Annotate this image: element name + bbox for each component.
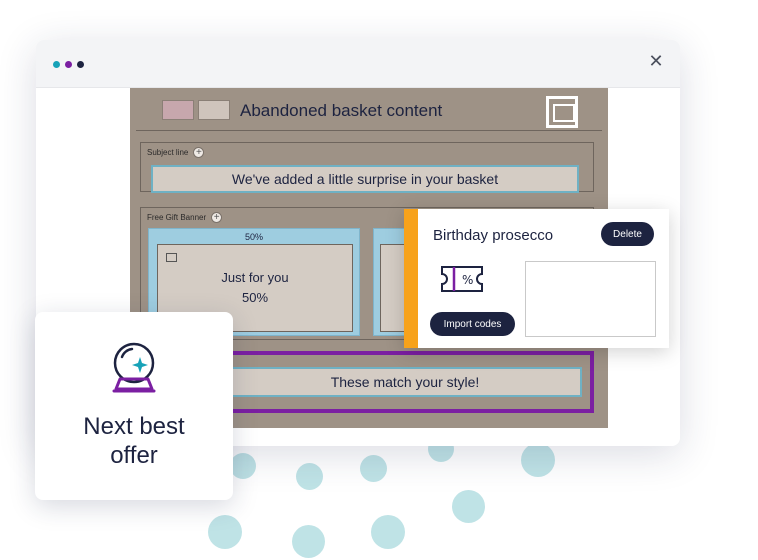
- subject-line-value: We've added a little surprise in your ba…: [231, 171, 499, 187]
- next-best-offer-card: Next best offer: [35, 312, 233, 500]
- gift-card-header: 50%: [244, 232, 263, 242]
- gift-card-line1: Just for you: [221, 270, 289, 285]
- close-icon[interactable]: ✕: [648, 51, 664, 72]
- delete-button-label: Delete: [613, 228, 642, 240]
- subject-line-label: Subject line +: [147, 147, 205, 158]
- gift-card-line2: 50%: [241, 290, 269, 305]
- canvas-title: Abandoned basket content: [240, 101, 443, 120]
- free-gift-label: Free Gift Banner +: [147, 212, 223, 223]
- color-swatch-beige[interactable]: [198, 100, 230, 120]
- offer-popup: Birthday prosecco Delete % Import codes: [404, 209, 669, 348]
- decor-dot: [292, 525, 325, 558]
- recommendation-block[interactable]: These match your style!: [220, 351, 594, 413]
- subject-line-field[interactable]: We've added a little surprise in your ba…: [151, 165, 579, 193]
- decor-dot: [452, 490, 485, 523]
- next-best-offer-text: Next best offer: [35, 412, 233, 470]
- decor-dot: [296, 463, 323, 490]
- window-dot-teal: [53, 61, 60, 68]
- delete-button[interactable]: Delete: [601, 222, 654, 246]
- next-best-offer-line2: offer: [110, 442, 158, 469]
- coupon-icon: %: [438, 263, 486, 295]
- color-swatch-rose[interactable]: [162, 100, 194, 120]
- import-codes-label: Import codes: [443, 318, 502, 330]
- decor-dot: [360, 455, 387, 482]
- popup-title: Birthday prosecco: [433, 227, 554, 244]
- window-dot-navy: [77, 61, 84, 68]
- decor-dot: [521, 443, 555, 477]
- import-codes-button[interactable]: Import codes: [430, 312, 515, 336]
- subject-line-label-text: Subject line: [147, 148, 189, 157]
- window-titlebar: ✕: [36, 40, 680, 88]
- style-field[interactable]: These match your style!: [228, 367, 582, 397]
- image-icon[interactable]: [546, 96, 578, 128]
- next-best-offer-line1: Next best: [83, 413, 185, 440]
- free-gift-label-text: Free Gift Banner: [147, 213, 207, 222]
- decor-dot: [230, 453, 256, 479]
- window-dot-purple: [65, 61, 72, 68]
- decor-dot: [208, 515, 242, 549]
- crystal-ball-icon: [108, 339, 160, 395]
- add-icon[interactable]: +: [193, 147, 205, 158]
- add-icon[interactable]: +: [211, 212, 223, 223]
- codes-textarea[interactable]: [525, 261, 656, 337]
- svg-text:%: %: [462, 273, 473, 287]
- divider: [136, 130, 602, 131]
- decor-dot: [371, 515, 405, 549]
- checkbox[interactable]: [166, 253, 177, 262]
- subject-line-section: Subject line + We've added a little surp…: [140, 142, 594, 193]
- style-field-text: These match your style!: [330, 374, 480, 390]
